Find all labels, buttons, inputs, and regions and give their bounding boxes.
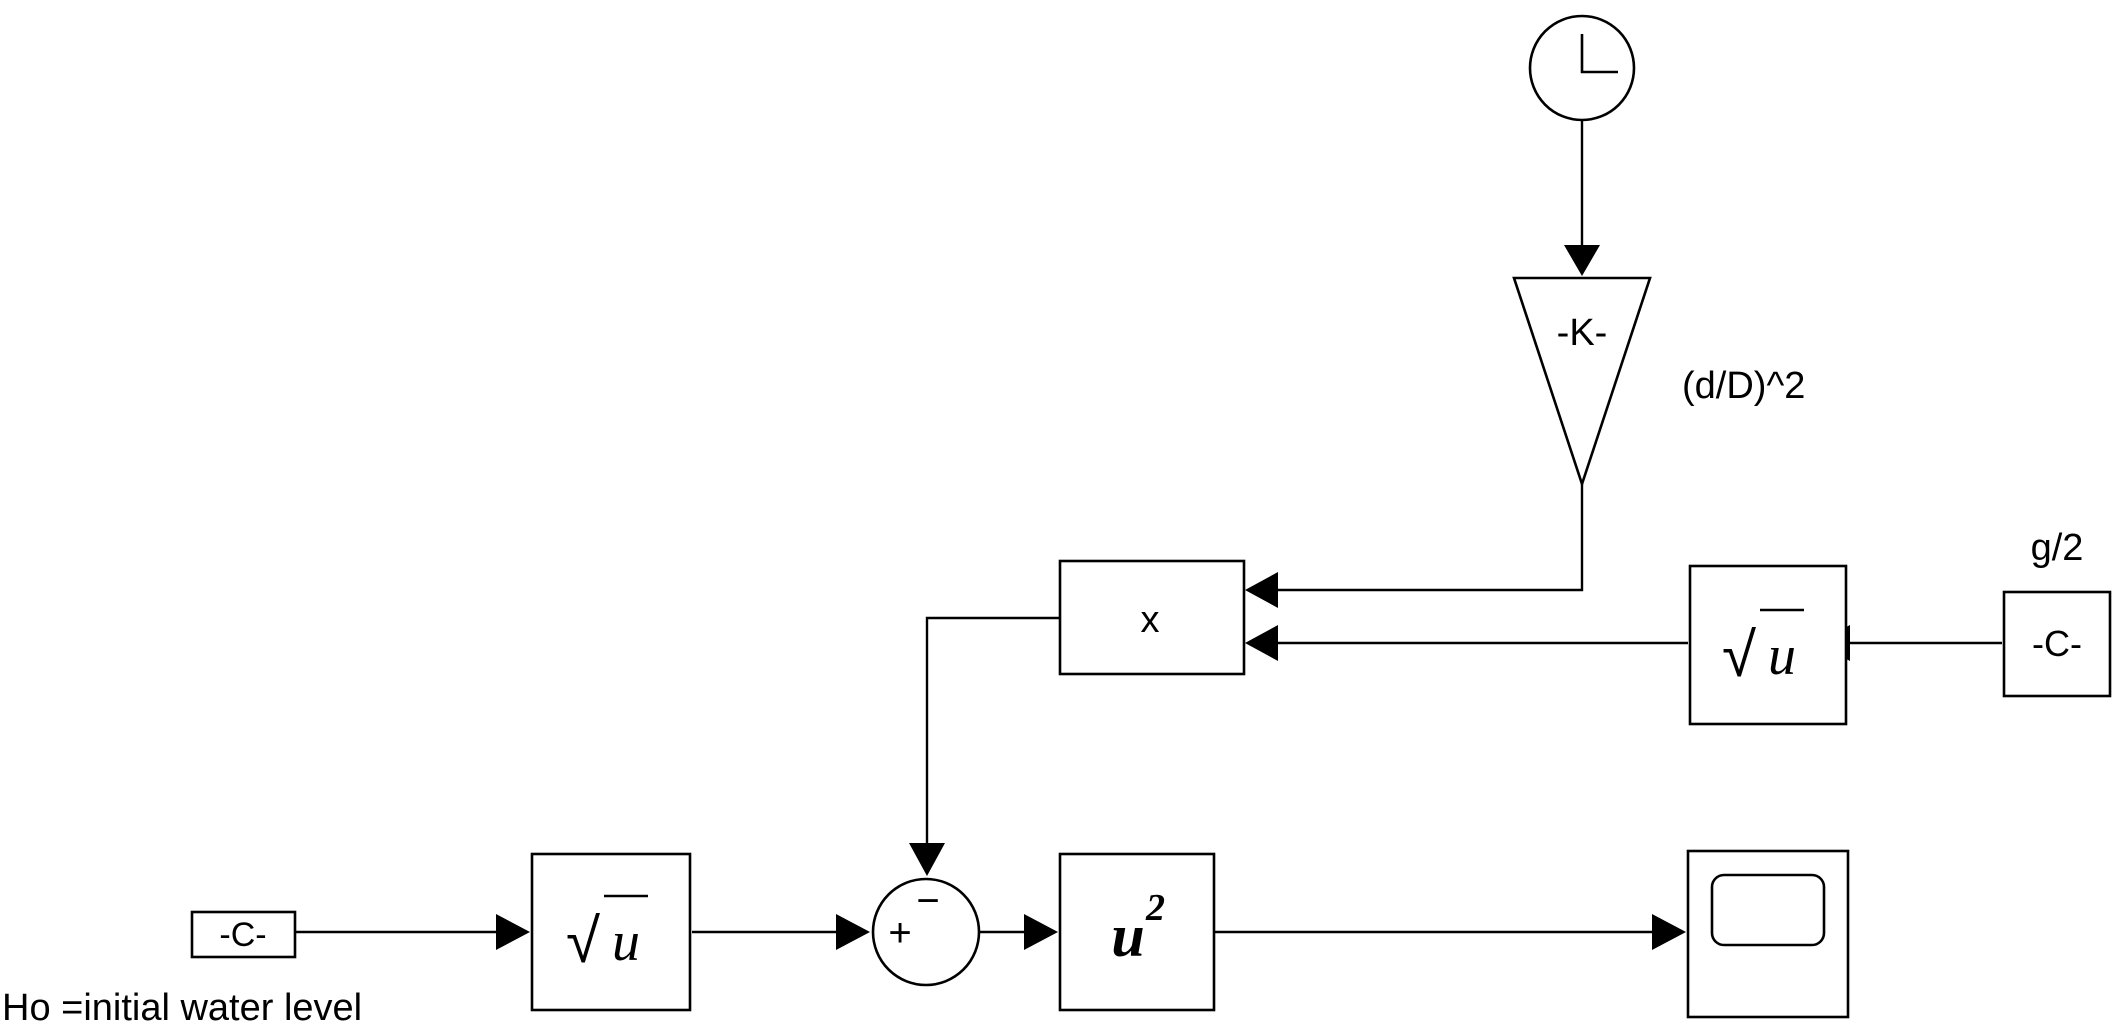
sum-minus-sign: − [916,879,939,923]
product-label: x [1141,599,1160,641]
clock-icon [1580,34,1618,74]
gain-block[interactable]: -K- [1512,276,1652,489]
sqrt-left-block[interactable]: √ u [530,852,692,1012]
gain-annotation: (d/D)^2 [1682,365,1805,407]
product-block[interactable]: x [1058,559,1246,676]
sum-block[interactable]: + − [871,877,981,987]
wire-ho-to-sqrt-arrowhead [496,914,530,950]
wire-sqrt-to-product-arrowhead [1245,625,1278,661]
wire-sqrt-to-sum-arrowhead [836,914,870,950]
const-g2-label: -C- [2032,623,2082,664]
square-block[interactable]: u 2 [1058,852,1216,1012]
gain-label: -K- [1557,312,1608,354]
wire-gain-to-product [1278,484,1584,592]
wire-sum-to-square-arrowhead [1024,914,1058,950]
scope-block[interactable] [1686,849,1850,1019]
const-g2-annotation: g/2 [2031,527,2084,569]
const-g2-block[interactable]: -C- [2002,590,2112,698]
wire-clock-to-gain-arrowhead [1564,245,1600,276]
sqrt-right-symbol: √ [1722,621,1756,690]
wire-square-to-scope-arrowhead [1652,914,1686,950]
sqrt-right-block[interactable]: √ u [1688,564,1848,726]
wire-product-to-sum-arrowhead [909,843,945,876]
clock-block[interactable] [1528,14,1636,122]
const-ho-annotation: Ho =initial water level [2,987,362,1029]
wire-gain-to-product-arrowhead [1245,572,1278,608]
square-exponent: 2 [1145,887,1165,929]
const-ho-block[interactable]: -C- [190,910,297,959]
sqrt-right-var: u [1768,625,1796,687]
sum-plus-sign: + [888,911,911,955]
wire-product-to-sum [925,616,1060,843]
scope-icon [1710,873,1826,947]
sqrt-left-var: u [612,911,640,973]
const-ho-label: -C- [219,916,266,954]
square-var: u [1111,903,1144,969]
sqrt-left-symbol: √ [566,907,600,976]
